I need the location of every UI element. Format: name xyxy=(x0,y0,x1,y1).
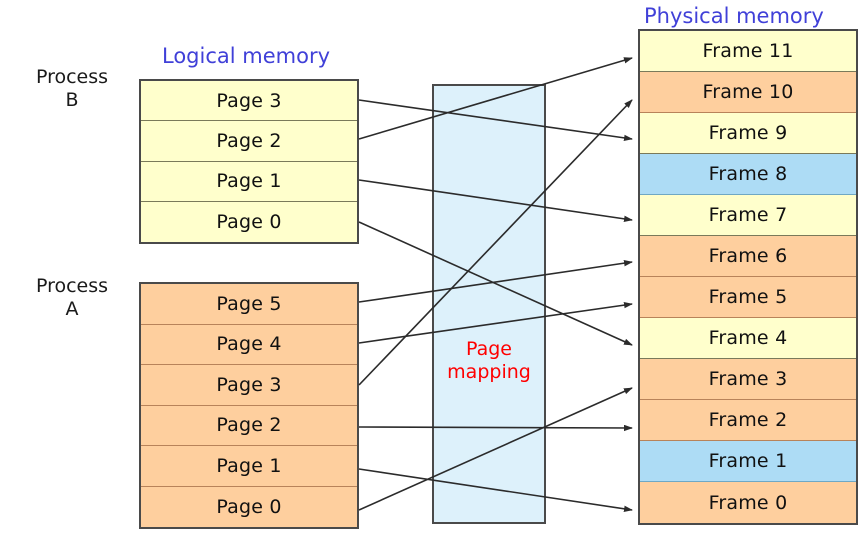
process-a-label-line1: Process xyxy=(35,275,109,297)
process-b-label: Process B xyxy=(24,66,120,112)
physical-frame-7: Frame 4 xyxy=(640,318,856,359)
physical-frame-label: Frame 4 xyxy=(708,327,788,349)
process-b-page-label: Page 0 xyxy=(216,210,282,233)
logical-memory-header: Logical memory xyxy=(162,44,331,68)
mapping-arrow-8 xyxy=(358,468,633,512)
physical-frame-0: Frame 11 xyxy=(640,31,856,72)
physical-frame-label: Frame 9 xyxy=(708,122,788,144)
mapping-arrow-9 xyxy=(358,387,633,511)
page-mapping-box xyxy=(432,84,546,524)
physical-frame-label: Frame 2 xyxy=(708,409,788,431)
mapping-arrow-1 xyxy=(358,57,633,140)
process-a-page-4: Page 1 xyxy=(141,446,357,487)
physical-frame-label: Frame 8 xyxy=(708,163,788,185)
process-b-page-1: Page 2 xyxy=(141,121,357,162)
process-a-page-label: Page 2 xyxy=(216,414,282,437)
page-mapping-label-line2: mapping xyxy=(447,361,531,383)
mapping-arrow-5 xyxy=(358,301,633,344)
process-b-page-2: Page 1 xyxy=(141,161,357,202)
process-a-label: Process A xyxy=(24,275,120,321)
mapping-arrow-3 xyxy=(358,221,633,346)
physical-frame-8: Frame 3 xyxy=(640,359,856,400)
physical-frame-label: Frame 11 xyxy=(702,40,794,62)
process-b-logical-memory: Page 3 Page 2 Page 1 Page 0 xyxy=(139,79,359,244)
process-a-page-0: Page 5 xyxy=(141,284,357,325)
physical-frame-label: Frame 0 xyxy=(708,491,788,514)
physical-frame-label: Frame 10 xyxy=(702,81,794,103)
process-a-page-label: Page 4 xyxy=(216,333,282,356)
mapping-arrow-4 xyxy=(358,259,633,303)
page-mapping-label-line1: Page xyxy=(466,338,512,360)
physical-frame-1: Frame 10 xyxy=(640,72,856,113)
physical-frame-2: Frame 9 xyxy=(640,113,856,154)
physical-frame-label: Frame 5 xyxy=(708,286,788,308)
process-a-page-label: Page 1 xyxy=(216,454,282,477)
process-a-logical-memory: Page 5 Page 4 Page 3 Page 2 Page 1 Page 0 xyxy=(139,282,359,529)
physical-frame-3: Frame 8 xyxy=(640,154,856,195)
physical-frame-label: Frame 3 xyxy=(708,368,788,390)
process-b-label-line2: B xyxy=(65,89,79,111)
physical-frame-4: Frame 7 xyxy=(640,195,856,236)
physical-frame-6: Frame 5 xyxy=(640,277,856,318)
process-a-page-label: Page 3 xyxy=(216,373,282,396)
process-a-page-3: Page 2 xyxy=(141,405,357,446)
process-a-page-1: Page 4 xyxy=(141,324,357,365)
process-b-page-label: Page 3 xyxy=(216,89,282,112)
mapping-arrow-7 xyxy=(358,424,633,432)
physical-frame-11: Frame 0 xyxy=(640,482,856,523)
process-a-page-2: Page 3 xyxy=(141,365,357,406)
physical-memory-header: Physical memory xyxy=(644,4,824,28)
process-a-page-label: Page 5 xyxy=(216,292,282,315)
physical-memory-column: Frame 11 Frame 10 Frame 9 Frame 8 Frame 7 Fra… xyxy=(638,29,858,525)
physical-frame-10: Frame 1 xyxy=(640,441,856,482)
process-b-page-3: Page 0 xyxy=(141,201,357,242)
mapping-arrow-6 xyxy=(358,99,633,386)
process-b-page-0: Page 3 xyxy=(141,81,357,122)
process-a-label-line2: A xyxy=(65,298,79,320)
process-b-page-label: Page 1 xyxy=(216,170,282,193)
page-mapping-label: Page mapping xyxy=(432,338,546,384)
physical-frame-label: Frame 6 xyxy=(708,245,788,267)
process-b-page-label: Page 2 xyxy=(216,129,282,152)
mapping-arrow-2 xyxy=(358,179,633,223)
physical-frame-9: Frame 2 xyxy=(640,400,856,441)
process-a-page-label: Page 0 xyxy=(216,495,282,518)
physical-frame-5: Frame 6 xyxy=(640,236,856,277)
process-a-page-5: Page 0 xyxy=(141,486,357,527)
process-b-label-line1: Process xyxy=(35,66,109,88)
physical-frame-label: Frame 7 xyxy=(708,204,788,226)
mapping-arrow-0 xyxy=(358,99,633,142)
physical-frame-label: Frame 1 xyxy=(708,450,788,472)
